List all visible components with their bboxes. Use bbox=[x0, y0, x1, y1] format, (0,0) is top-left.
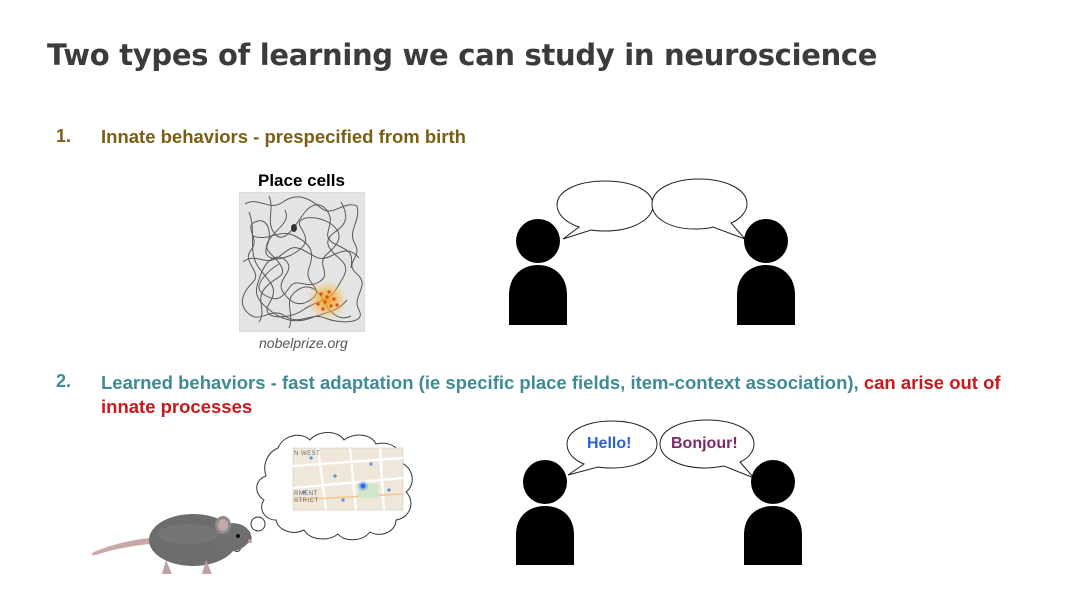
greeting-dialogue-illustration bbox=[516, 419, 802, 565]
person-left-icon bbox=[516, 460, 574, 565]
item-1-text: Innate behaviors - prespecified from bir… bbox=[101, 126, 466, 147]
item-2-text: Learned behaviors - fast adaptation (ie … bbox=[101, 371, 1031, 419]
map-icon bbox=[292, 447, 404, 511]
place-cells-label: Place cells bbox=[258, 171, 345, 190]
hello-text: Hello! bbox=[587, 435, 632, 452]
person-right-icon bbox=[744, 460, 802, 565]
mouse-icon bbox=[91, 514, 252, 574]
map-label-rment: RMENT bbox=[294, 491, 318, 497]
place-cells-image bbox=[239, 192, 365, 332]
item-2-highlight-text: can arise out of innate processes bbox=[101, 372, 1001, 417]
speech-bubble-hello bbox=[566, 420, 658, 476]
slide-title: Two types of learning we can study in ne… bbox=[47, 38, 878, 72]
person-left-icon bbox=[509, 219, 567, 325]
item-2-main-text: Learned behaviors - fast adaptation (ie … bbox=[101, 372, 859, 393]
item-1-number: 1. bbox=[56, 126, 72, 146]
image-source-label: nobelprize.org bbox=[259, 335, 348, 351]
person-right-icon bbox=[737, 219, 795, 325]
speech-bubble-bonjour bbox=[659, 419, 755, 479]
empty-dialogue-illustration bbox=[509, 178, 795, 325]
bonjour-text: Bonjour! bbox=[671, 435, 738, 452]
speech-bubble-right bbox=[651, 178, 748, 240]
item-2-number: 2. bbox=[56, 371, 72, 391]
speech-bubble-left bbox=[556, 180, 654, 240]
map-label-west: N WEST bbox=[294, 451, 321, 457]
map-label-strict: STRICT bbox=[294, 498, 319, 504]
mouse-thinking-illustration bbox=[91, 432, 413, 574]
